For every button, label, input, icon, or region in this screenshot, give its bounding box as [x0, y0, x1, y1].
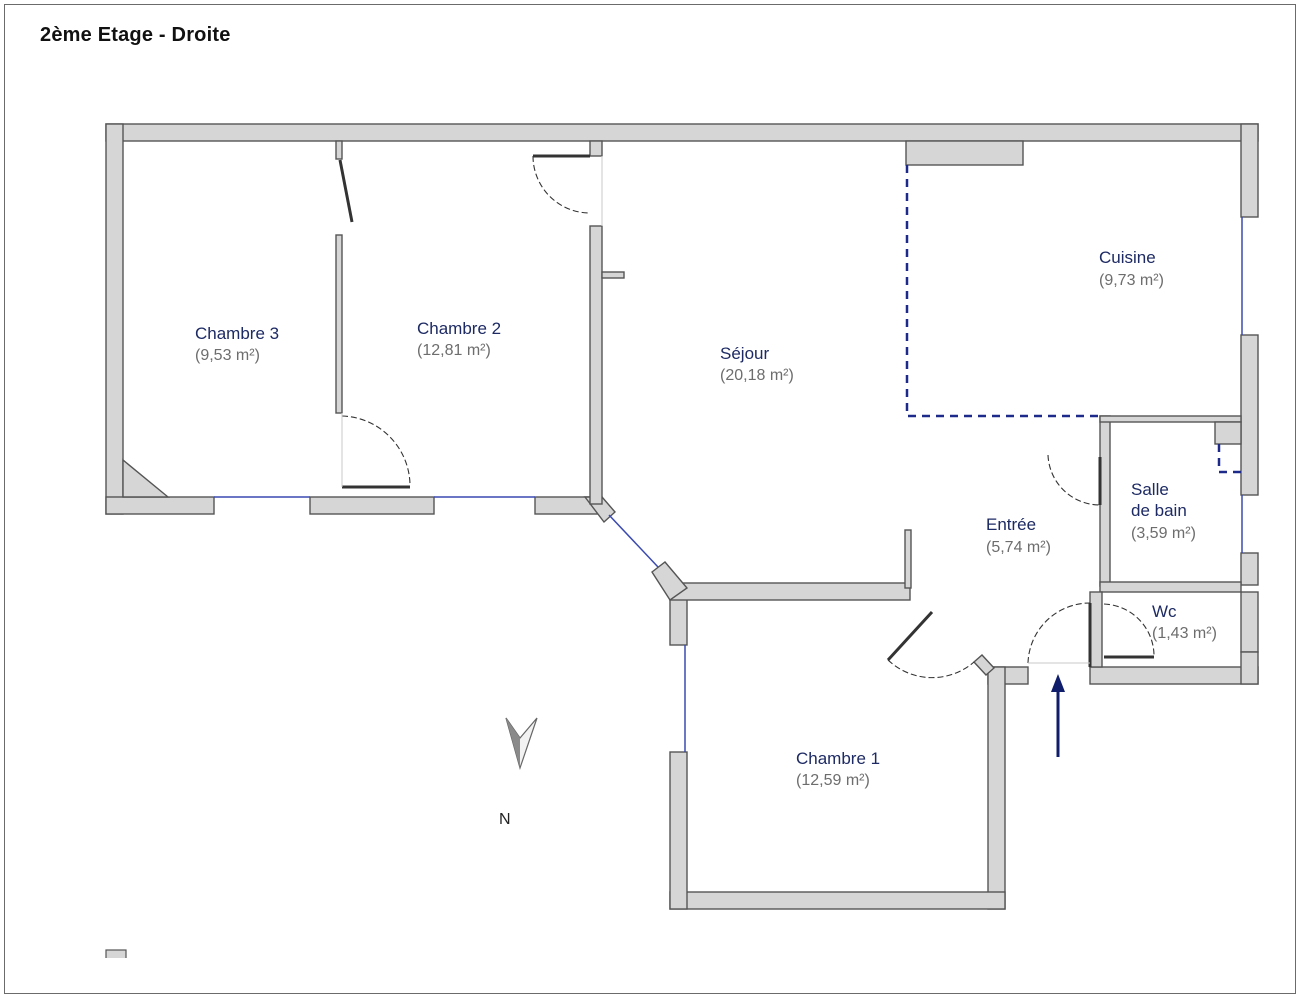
- wall-entree-stub: [904, 529, 912, 589]
- wall-sdb-top: [1099, 415, 1242, 423]
- door-swing-entrance: [1027, 602, 1091, 664]
- door-leaf-c3: [338, 159, 354, 223]
- room-area-entree: (5,74 m²): [986, 539, 1051, 556]
- wall-chambre1-right: [987, 666, 1006, 910]
- room-area-chambre3: (9,53 m²): [195, 347, 260, 364]
- door-swing-c2-top: [532, 155, 591, 214]
- door-swing-c2-bottom: [341, 415, 411, 486]
- wall-c2-sejour-top: [589, 140, 603, 157]
- wall-c3-c2-top: [335, 140, 343, 160]
- wall-bottom-right: [1089, 666, 1259, 685]
- room-area-sdb: (3,59 m²): [1131, 525, 1196, 542]
- bath-fixture: [1214, 421, 1242, 445]
- wall-right-5: [1240, 651, 1259, 685]
- room-name-chambre3: Chambre 3: [195, 324, 279, 343]
- room-name-cuisine: Cuisine: [1099, 248, 1156, 267]
- wall-c3-c2: [335, 234, 343, 414]
- north-arrow-icon: [505, 717, 538, 771]
- door-stub: [972, 654, 996, 676]
- wall-top: [105, 123, 1259, 142]
- closet-corner: [122, 458, 170, 498]
- wall-chambre1-bottom: [669, 891, 1006, 910]
- legend-wall-swatch: [105, 949, 127, 958]
- floor-title: 2ème Etage - Droite: [40, 24, 231, 46]
- window-diagonal: [608, 514, 659, 568]
- walls: [105, 123, 1259, 910]
- door-swing-c1: [887, 659, 975, 679]
- opening-lines: [341, 156, 1090, 664]
- wall-bottom-1: [105, 496, 215, 515]
- wall-right-4: [1240, 591, 1259, 653]
- windows: [214, 217, 1243, 752]
- room-name-entree: Entrée: [986, 515, 1036, 534]
- wall-c2-sejour: [589, 225, 603, 505]
- wall-diag-2: [651, 561, 689, 601]
- room-name-sdb-2: de bain: [1131, 501, 1187, 520]
- wall-sdb-wc: [1099, 581, 1242, 593]
- wall-bottom-2: [309, 496, 435, 515]
- room-name-sejour: Séjour: [720, 344, 769, 363]
- door-leaf-c1: [886, 610, 934, 662]
- door-swing-wc: [1103, 603, 1155, 656]
- room-area-cuisine: (9,73 m²): [1099, 272, 1164, 289]
- room-name-sdb-1: Salle: [1131, 480, 1169, 499]
- room-area-wc: (1,43 m²): [1152, 625, 1217, 642]
- wall-chambre1-left-low: [669, 751, 688, 910]
- room-name-chambre1: Chambre 1: [796, 749, 880, 768]
- floor-plan: N Chambre 3 (9,53 m²) Chambre 2 (12,81 m…: [105, 123, 1259, 958]
- room-name-chambre2: Chambre 2: [417, 319, 501, 338]
- kitchen-boundary: [905, 165, 1241, 474]
- wall-stub: [601, 271, 625, 279]
- room-area-chambre2: (12,81 m²): [417, 342, 491, 359]
- bath-dashed-line: [1217, 444, 1241, 474]
- kitchen-dashed-line: [905, 165, 1100, 418]
- wall-wc-left: [1089, 591, 1103, 668]
- door-swing-sdb: [1047, 454, 1101, 506]
- wall-right-3: [1240, 552, 1259, 586]
- room-area-chambre1: (12,59 m²): [796, 772, 870, 789]
- north-label: N: [499, 811, 511, 828]
- entry-arrow-icon: [1051, 674, 1065, 757]
- wall-right-2: [1240, 334, 1259, 496]
- wall-chambre1-top: [669, 582, 911, 601]
- kitchen-counter: [905, 140, 1024, 166]
- doors: [338, 154, 1155, 679]
- room-name-wc: Wc: [1152, 602, 1177, 621]
- wall-right-1: [1240, 123, 1259, 218]
- room-area-sejour: (20,18 m²): [720, 367, 794, 384]
- wall-left: [105, 123, 124, 515]
